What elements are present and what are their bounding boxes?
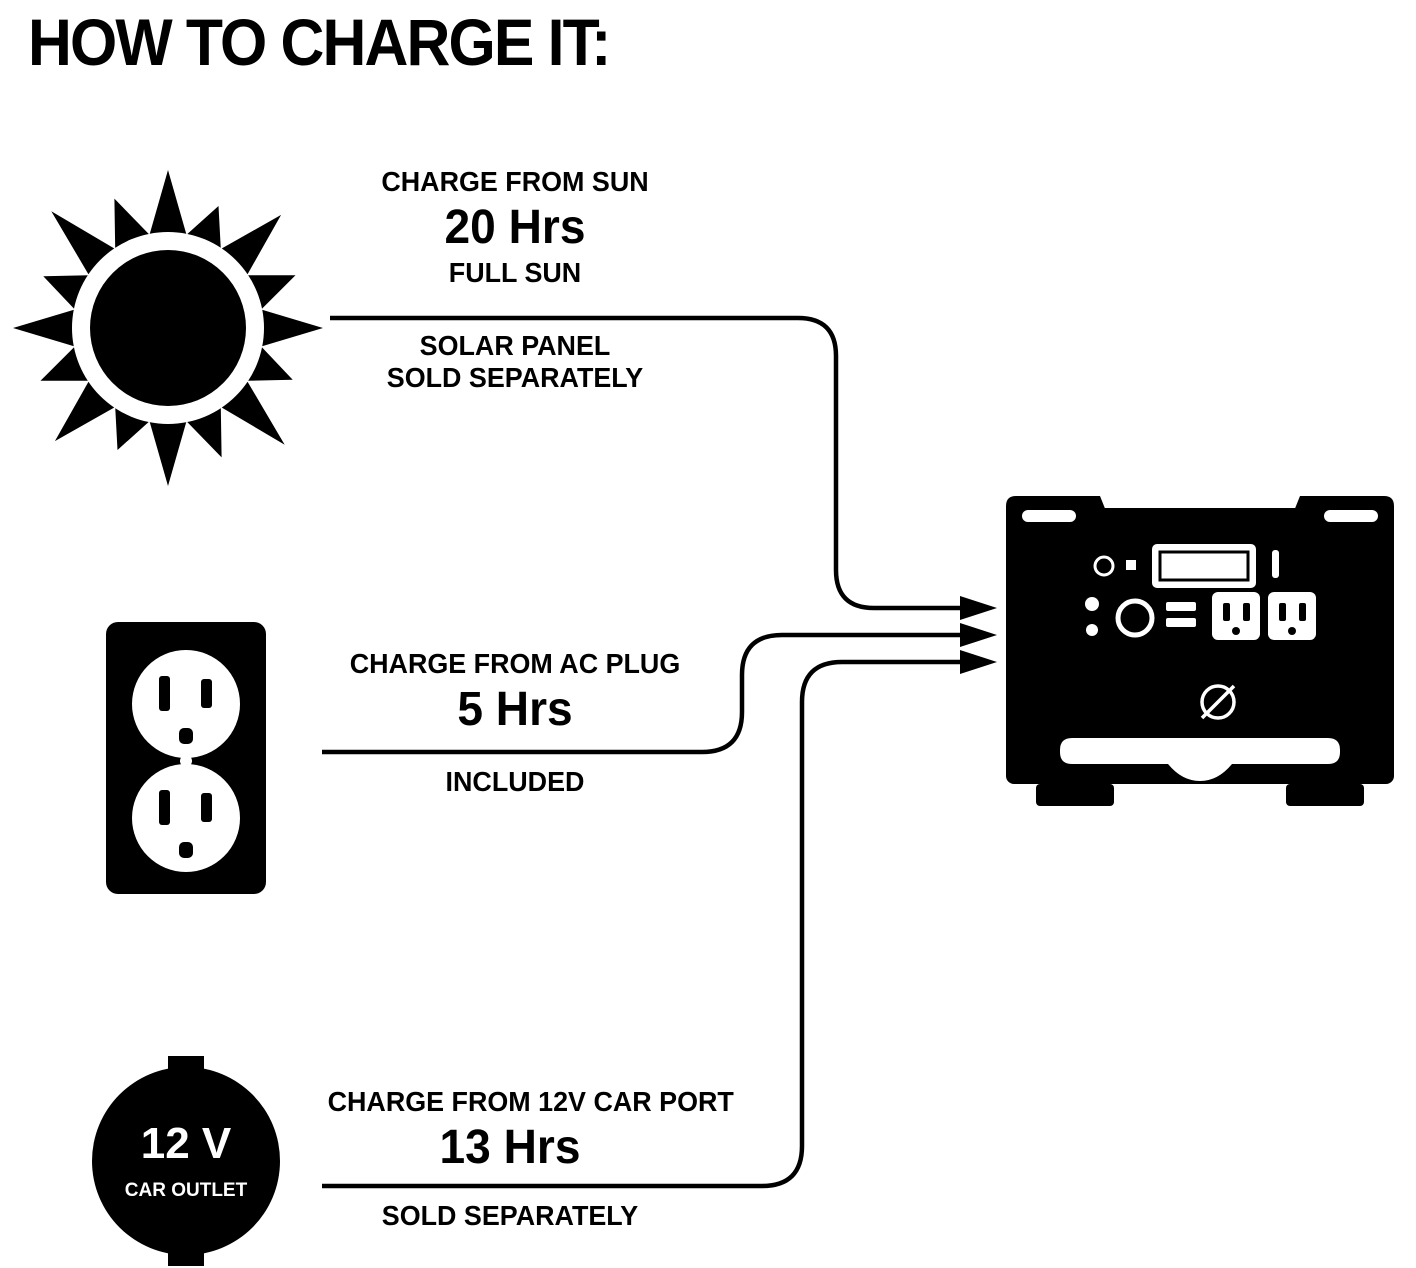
page-title: HOW TO CHARGE IT: [28,5,611,79]
arrow-right-icon [960,650,997,674]
car-outlet-voltage-label: 12 V [141,1119,232,1168]
connector-lines [322,315,962,1189]
sun-connector-line [330,315,962,611]
car-method-labels: CHARGE FROM 12V CAR PORT 13 Hrs [327,1086,734,1177]
device-led-dot [1086,624,1098,636]
method-hours: 13 Hrs [439,1121,581,1175]
arrow-right-icon [960,596,997,620]
method-label: CHARGE FROM 12V CAR PORT [327,1086,734,1117]
slashed-circle-logo-icon [1200,684,1236,720]
ac-connector-line [322,632,962,755]
device-indicator-ring [1093,555,1115,577]
ac-method-notes: INCLUDED [337,766,692,798]
method-label: CHARGE FROM SUN [381,166,649,197]
car-connector-line [322,659,962,1189]
device-small-button [1126,560,1136,570]
method-note: SOLD SEPARATELY [386,362,644,394]
connector-arrows [960,596,997,674]
device-usb-port [1166,618,1196,627]
arrow-right-icon [960,623,997,647]
method-label: CHARGE FROM AC PLUG [349,648,681,679]
device-power-button [1115,598,1155,638]
method-note: SOLD SEPARATELY [381,1200,639,1231]
sun-method-labels: CHARGE FROM SUN 20 Hrs FULL SUN [337,166,692,289]
car-outlet-icon: 12 V CAR OUTLET [92,1056,280,1266]
sun-icon [13,170,323,486]
method-hours: 5 Hrs [457,683,573,737]
car-outlet-caption-label: CAR OUTLET [125,1180,248,1201]
ac-outlet-icon [106,622,266,894]
method-hours: 20 Hrs [444,201,586,255]
device-ac-socket [1212,592,1260,640]
device-ac-socket [1268,592,1316,640]
sun-method-notes: SOLAR PANEL SOLD SEPARATELY [337,330,692,394]
car-method-notes: SOLD SEPARATELY [328,1200,693,1232]
method-note: SOLAR PANEL [419,330,611,361]
power-station-icon [1006,496,1394,806]
ac-method-labels: CHARGE FROM AC PLUG 5 Hrs [337,648,692,739]
device-usb-port [1166,602,1196,611]
method-note: INCLUDED [445,766,585,797]
method-note: FULL SUN [448,256,582,288]
device-led-dot [1085,597,1099,611]
